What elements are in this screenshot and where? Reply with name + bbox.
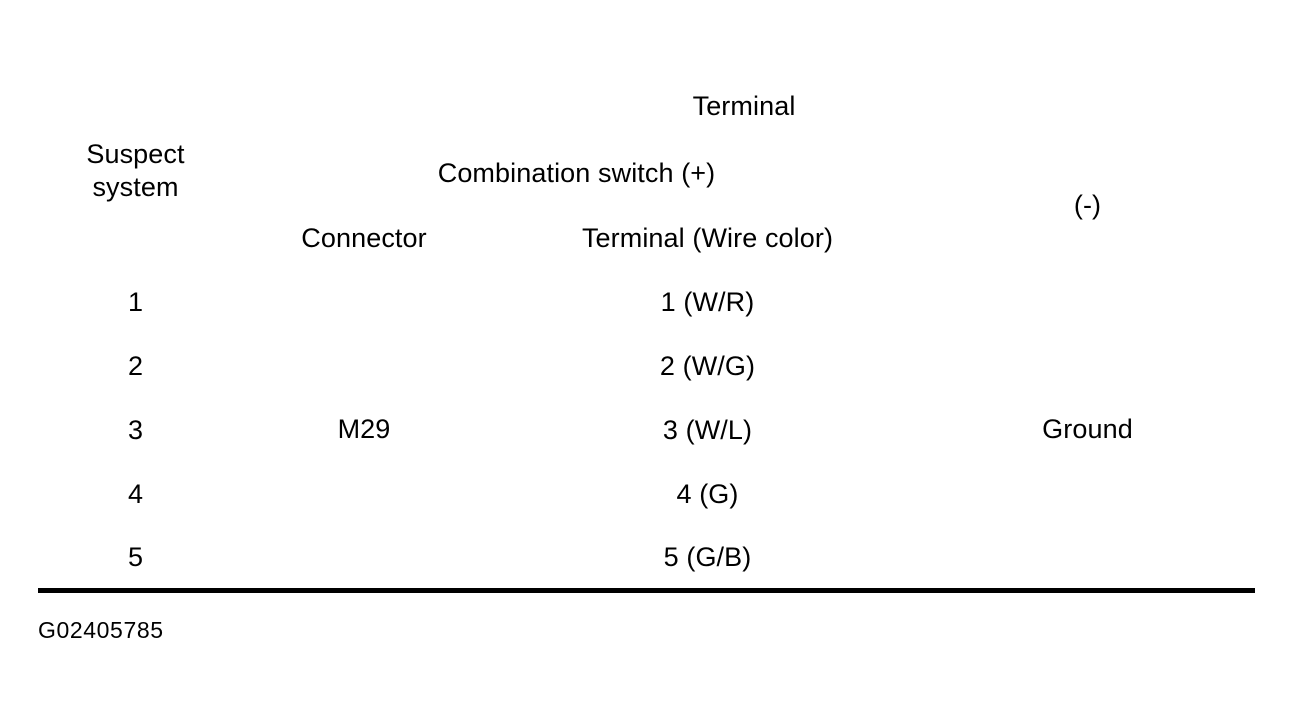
header-terminal-wire-color: Terminal (Wire color) <box>581 222 834 253</box>
header-terminal-group: Terminal <box>692 90 796 121</box>
cell-terminal-wire-color: 5 (G/B) <box>663 541 752 572</box>
table-row: 1 M29 1 (W/R) Ground <box>38 270 1255 444</box>
header-combination-switch-positive: Combination switch (+) <box>437 157 716 188</box>
cell-suspect-system: 1 <box>127 286 144 317</box>
cell-suspect-system: 2 <box>127 350 144 381</box>
figure-caption: G02405785 <box>38 617 164 643</box>
cell-suspect-system: 5 <box>127 541 144 572</box>
header-negative-group: (-) <box>1073 189 1102 220</box>
table-row: 2 2 (W/G) <box>38 334 1255 398</box>
header-row-terminal: Suspect system Terminal <box>38 72 1255 202</box>
table-row: 5 5 (G/B) <box>38 526 1256 590</box>
header-row-connector-terminal: Connector Terminal (Wire color) <box>38 206 1255 270</box>
header-suspect-system-line1: Suspect <box>86 139 185 170</box>
header-row-combination-switch: Combination switch (+) (-) <box>38 140 1255 220</box>
cell-connector-value: M29 <box>337 413 391 444</box>
header-suspect-system: Suspect system <box>38 72 233 270</box>
cell-terminal-wire-color: 1 (W/R) <box>660 286 755 317</box>
cell-terminal-wire-color: 3 (W/L) <box>662 414 753 445</box>
header-connector: Connector <box>301 222 427 253</box>
cell-terminal-wire-color: 4 (G) <box>676 478 739 509</box>
cell-negative-value: Ground <box>1042 413 1133 444</box>
header-suspect-system-line2: system <box>92 172 179 202</box>
table-row: 3 3 (W/L) <box>38 398 1255 462</box>
terminal-diagnosis-table: Suspect system Terminal Combination swit… <box>38 72 1256 593</box>
cell-suspect-system: 3 <box>127 414 144 445</box>
table-row: 4 4 (G) <box>38 462 1255 526</box>
cell-terminal-wire-color: 2 (W/G) <box>659 350 756 381</box>
cell-suspect-system: 4 <box>127 478 144 509</box>
